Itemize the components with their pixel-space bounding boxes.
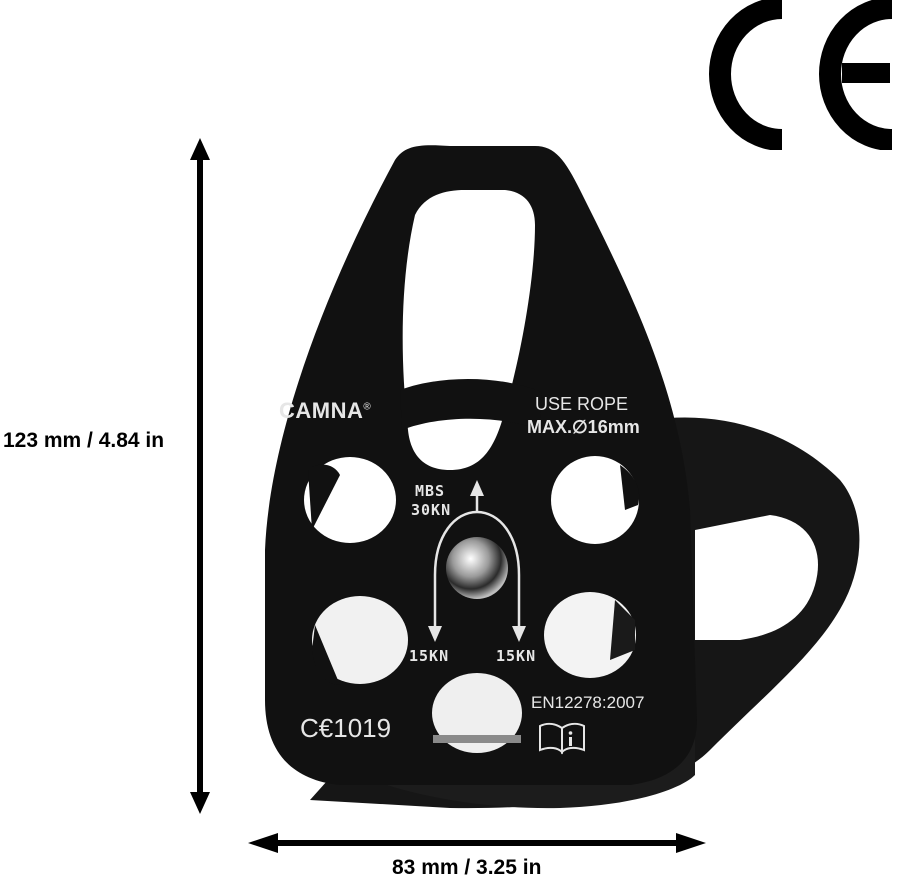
rope-spec: USE ROPE MAX.∅16mm	[527, 393, 640, 439]
width-dimension-arrow	[248, 832, 706, 854]
rope-spec-line1: USE ROPE	[535, 394, 629, 414]
ce-mark	[700, 0, 910, 151]
height-dimension-label: 123 mm / 4.84 in	[3, 429, 165, 452]
right-load-rating: 15KN	[496, 647, 537, 665]
mbs-value: 30KN	[411, 501, 452, 519]
hole-upper-right	[551, 456, 639, 544]
read-instructions-icon	[539, 722, 585, 755]
hole-lower-left	[312, 596, 408, 684]
brand-logo: CAMNA®	[279, 398, 371, 424]
axle-bolt	[446, 537, 508, 599]
pulley-product	[250, 130, 870, 820]
side-plate-hole	[695, 515, 818, 640]
mbs-label: MBS	[415, 482, 446, 500]
mbs-rating: MBS 30KN	[411, 482, 451, 520]
rope-spec-line2: MAX.∅16mm	[527, 417, 640, 437]
hole-bottom	[432, 673, 522, 753]
standard-code: EN12278:2007	[531, 693, 645, 712]
height-dimension-arrow	[188, 138, 212, 814]
ce-code: C€1019	[300, 713, 392, 743]
registered-mark: ®	[363, 401, 372, 413]
width-dimension-label: 83 mm / 3.25 in	[392, 856, 542, 879]
brand-name: CAMNA	[279, 398, 364, 423]
ce-mark-icon	[709, 0, 893, 151]
left-load-rating: 15KN	[409, 647, 450, 665]
